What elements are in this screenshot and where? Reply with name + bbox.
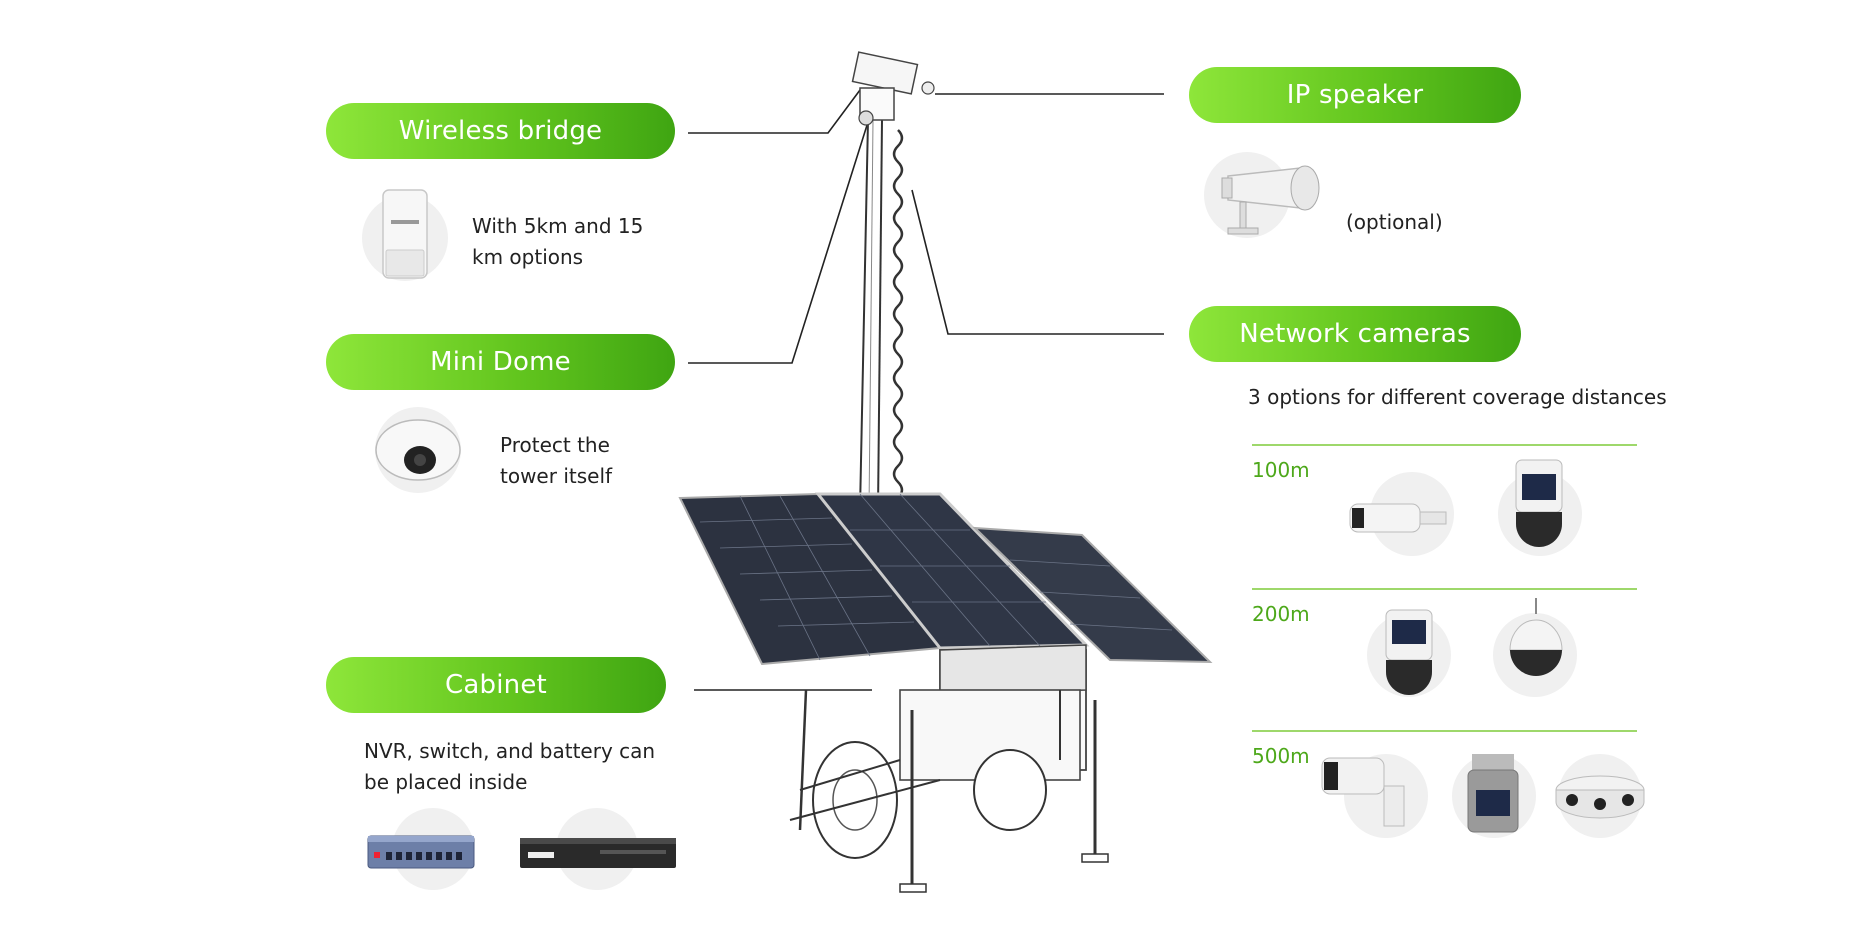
range-divider [1252,730,1637,732]
connector-wireless-bridge [688,89,861,134]
cabinet-desc: NVR, switch, and battery can be placed i… [364,739,656,794]
range-200m: 200m [1252,602,1310,626]
range-divider [1252,588,1637,590]
solar-trailer-tower-icon [678,51,1213,893]
mini-dome-label: Mini Dome [326,334,675,390]
ip-speaker-desc: (optional) [1346,210,1443,234]
wireless-bridge-label: Wireless bridge [326,103,675,159]
network-cameras-desc: 3 options for different coverage distanc… [1248,385,1667,409]
connector-mini-dome [688,121,869,364]
range-500m: 500m [1252,744,1310,768]
network-cameras-label: Network cameras [1189,306,1521,362]
cabinet-label: Cabinet [326,657,666,713]
range-divider [1252,444,1637,446]
connector-network-cameras [911,189,1164,335]
ip-speaker-label: IP speaker [1189,67,1521,123]
wireless-bridge-desc: With 5km and 15 km options [472,214,644,269]
connector-lines [688,89,1164,691]
range-100m: 100m [1252,458,1310,482]
mini-dome-desc: Protect the tower itself [500,433,613,488]
